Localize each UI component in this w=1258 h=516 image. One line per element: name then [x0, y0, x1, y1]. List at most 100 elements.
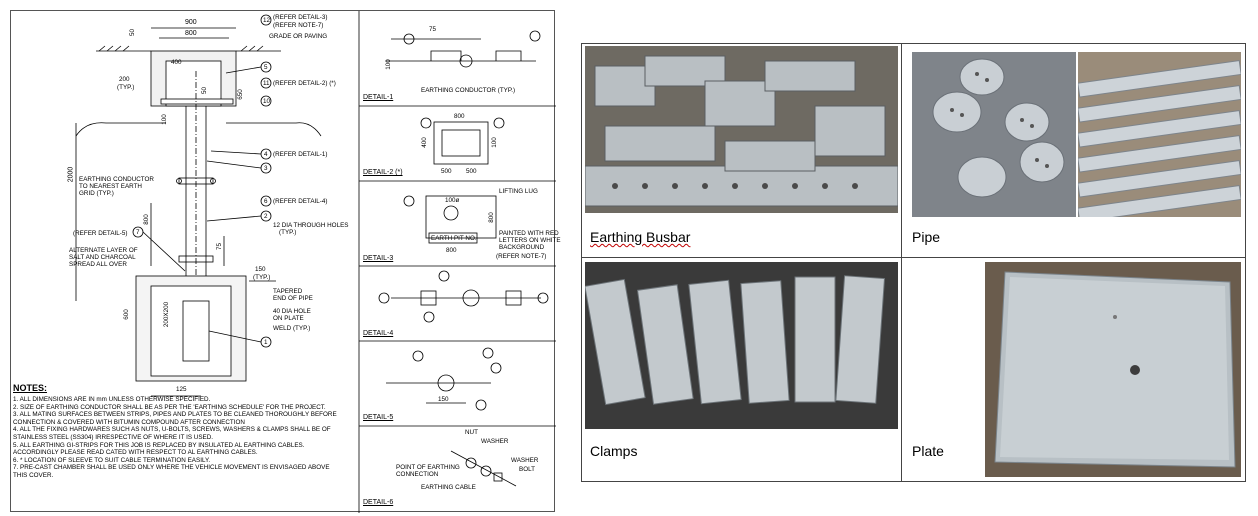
- note-line: 7. PRE-CAST CHAMBER SHALL BE USED ONLY W…: [13, 464, 330, 472]
- dim-50: 50: [129, 28, 137, 37]
- detail6-point-1: POINT OF EARTHING: [396, 464, 460, 471]
- note-line: 2. SIZE OF EARTHING CONDUCTOR SHALL BE A…: [13, 403, 326, 411]
- detail3-refer-note: (REFER NOTE-7): [496, 253, 547, 260]
- dim-600: 600: [122, 309, 130, 320]
- label-refer-detail4: (REFER DETAIL-4): [273, 198, 328, 205]
- photo-cell-clamps: Clamps: [582, 258, 902, 481]
- label-refer-note7: (REFER NOTE-7): [273, 22, 324, 29]
- label-refer-detail3: (REFER DETAIL-3): [273, 14, 328, 21]
- clamps-photo: [585, 262, 898, 429]
- detail-4-label: DETAIL-4: [363, 330, 394, 337]
- detail3-lifting-lug: LIFTING LUG: [499, 188, 538, 195]
- callout-4: 4: [264, 151, 268, 158]
- notes-title: NOTES:: [13, 383, 48, 393]
- dim-200: 200: [119, 76, 130, 83]
- detail5-dim-150: 150: [438, 396, 449, 403]
- detail6-washer2: WASHER: [511, 457, 539, 464]
- dim-800v: 800: [142, 214, 150, 225]
- pipe-photo-right: [1078, 52, 1241, 217]
- label-alternate-2: SALT AND CHARCOAL: [69, 254, 136, 261]
- photo-cell-pipe: Pipe: [902, 44, 1245, 258]
- label-through-typ: (TYP.): [279, 229, 297, 236]
- label-tapered-2: END OF PIPE: [273, 295, 313, 302]
- label-grid-typ: GRID (TYP.): [79, 190, 114, 197]
- label-grade: GRADE OR PAVING: [269, 33, 328, 40]
- detail-2-label: DETAIL-2 (*): [363, 169, 403, 176]
- caption-earthing-busbar: Earthing Busbar: [590, 229, 691, 245]
- callout-11: 11: [263, 80, 270, 87]
- detail6-bolt: BOLT: [519, 466, 535, 473]
- detail6-washer: WASHER: [481, 438, 509, 445]
- label-tapered-1: TAPERED: [273, 288, 303, 295]
- callout-1: 1: [264, 339, 268, 346]
- plate-photo: [985, 262, 1241, 477]
- caption-clamps: Clamps: [590, 443, 638, 459]
- callout-6: 6: [264, 198, 268, 205]
- note-line: THIS COVER.: [13, 471, 54, 479]
- detail2-dim-100: 100: [490, 137, 498, 148]
- callout-3: 3: [264, 165, 268, 172]
- detail2-dim-500b: 500: [466, 168, 477, 175]
- caption-plate: Plate: [912, 443, 944, 459]
- callout-7: 7: [136, 229, 140, 236]
- label-refer-detail5: (REFER DETAIL-5): [73, 230, 128, 237]
- label-refer-detail2: (REFER DETAIL-2) (*): [273, 80, 336, 87]
- label-hole-2: ON PLATE: [273, 315, 304, 322]
- label-refer-detail1: (REFER DETAIL-1): [273, 151, 328, 158]
- callout-10: 10: [263, 98, 271, 105]
- dim-900: 900: [185, 19, 197, 26]
- label-weld: WELD (TYP.): [273, 325, 311, 332]
- label-alternate-1: ALTERNATE LAYER OF: [69, 247, 138, 254]
- dim-100: 100: [160, 114, 168, 125]
- label-hole-1: 40 DIA HOLE: [273, 308, 311, 315]
- callout-12: 12: [263, 17, 271, 24]
- callout-2: 2: [264, 213, 268, 220]
- dim-650: 650: [236, 89, 244, 100]
- component-photo-grid: Earthing Busbar: [581, 43, 1246, 482]
- dim-150: 150: [255, 266, 266, 273]
- detail-3-label: DETAIL-3: [363, 255, 394, 262]
- note-line: 5. ALL EARTHING GI-STRIPS FOR THIS JOB I…: [13, 441, 305, 449]
- note-line: 6. * LOCATION OF SLEEVE TO SUIT CABLE TE…: [13, 456, 211, 464]
- pipe-photo-left: [912, 52, 1076, 217]
- detail3-dim-800-bottom: 800: [446, 247, 457, 254]
- drawing-linework: [75, 11, 556, 513]
- note-line: ACCORDINGLY PLEASE READ CATED WITH RESPE…: [13, 449, 258, 457]
- detail3-pit-no: EARTH PIT NO.: [431, 235, 477, 242]
- callout-5: 5: [264, 64, 268, 71]
- note-line: 4. ALL THE FIXING HARDWARES SUCH AS NUTS…: [13, 426, 331, 434]
- photo-cell-busbar: Earthing Busbar: [582, 44, 902, 258]
- earthing-pit-drawing: 900 800 50 400 50 200 (TYP.) 100 650 200…: [10, 10, 561, 513]
- dim-800: 800: [185, 30, 197, 37]
- detail-5-label: DETAIL-5: [363, 414, 394, 421]
- detail-1-label: DETAIL-1: [363, 94, 394, 101]
- note-line: 1. ALL DIMENSIONS ARE IN mm UNLESS OTHER…: [13, 396, 211, 403]
- detail6-point-2: CONNECTION: [396, 471, 439, 478]
- label-through-holes: 12 DIA THROUGH HOLES: [273, 222, 349, 229]
- detail3-dim-100: 100ø: [445, 197, 460, 204]
- note-line: STAINLESS STEEL (SS304) IRRESPECTIVE OF …: [13, 433, 214, 441]
- note-line: 3. ALL MATING SURFACES BETWEEN STRIPS, P…: [13, 411, 337, 419]
- detail2-dim-500a: 500: [441, 168, 452, 175]
- label-to-nearest: TO NEAREST EARTH: [79, 183, 142, 190]
- dim-2000: 2000: [67, 166, 75, 183]
- dim-125: 125: [176, 386, 187, 393]
- detail2-dim-400: 400: [420, 137, 428, 148]
- photo-cell-plate: Plate: [902, 258, 1245, 481]
- caption-pipe: Pipe: [912, 229, 941, 245]
- dim-50b: 50: [201, 86, 209, 95]
- dim-400: 400: [171, 59, 182, 66]
- detail6-nut: NUT: [465, 429, 478, 436]
- detail2-dim-800: 800: [454, 113, 465, 120]
- note-line: CONNECTION & COVERED WITH BITUMIN COMPOU…: [13, 418, 245, 426]
- detail3-paint-3: BACKGROUND: [499, 244, 545, 251]
- dim-75: 75: [216, 242, 224, 251]
- dim-150-typ: (TYP.): [253, 274, 271, 281]
- dim-typ: (TYP.): [117, 84, 135, 91]
- detail-6-label: DETAIL-6: [363, 499, 394, 506]
- label-alternate-3: SPREAD ALL OVER: [69, 261, 127, 268]
- detail1-conductor: EARTHING CONDUCTOR (TYP.): [421, 87, 516, 94]
- detail3-dim-800: 800: [487, 212, 495, 223]
- detail6-cable: EARTHING CABLE: [421, 484, 476, 491]
- busbar-photo: [585, 46, 898, 213]
